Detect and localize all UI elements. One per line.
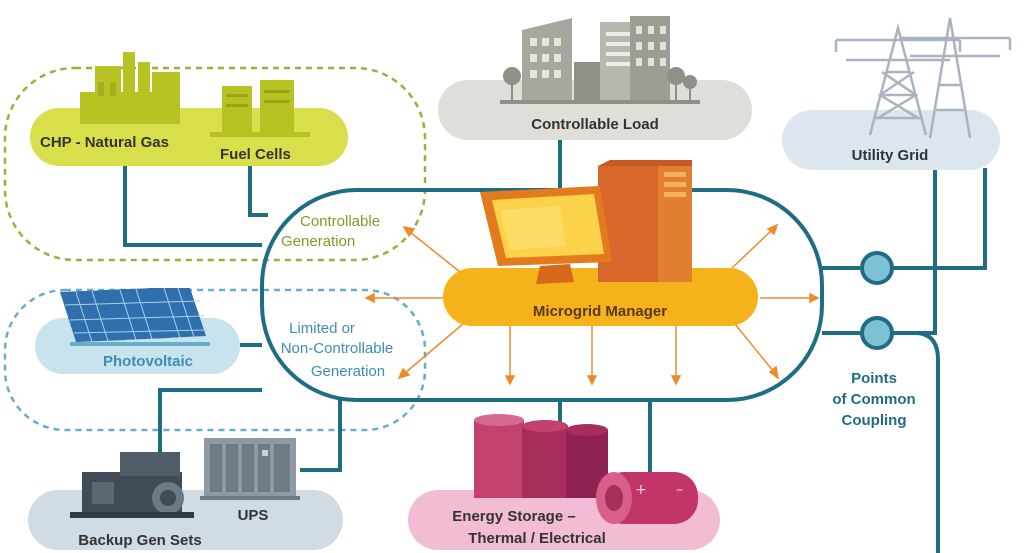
transmission-tower-icon	[834, 17, 1012, 139]
energy-storage-label-1: Energy Storage –	[452, 508, 575, 525]
energy-storage-label-2: Thermal / Electrical	[468, 530, 606, 547]
coupling-point-upper	[860, 251, 894, 285]
pcc-label-2: of Common	[832, 391, 915, 408]
computer-monitor-icon	[480, 186, 612, 284]
pcc-label-3: Coupling	[842, 412, 907, 429]
limited-label-1: Limited or	[289, 320, 355, 337]
svg-text:+: +	[635, 482, 647, 498]
office-buildings-icon	[500, 16, 700, 104]
backup-gen-label: Backup Gen Sets	[78, 532, 201, 549]
svg-text:–: –	[676, 482, 683, 498]
controllable-load-label: Controllable Load	[531, 116, 659, 133]
ups-cabinet-icon	[200, 438, 300, 500]
limited-label-2: Non-Controllable	[281, 340, 394, 357]
coupling-point-lower	[860, 316, 894, 350]
controllable-load-pill	[438, 80, 752, 140]
connection-lines	[123, 140, 987, 553]
solar-panel-icon	[60, 287, 210, 346]
storage-tanks-icon	[474, 414, 608, 498]
ups-label: UPS	[238, 507, 269, 524]
utility-grid-label: Utility Grid	[852, 147, 929, 164]
controllable-generation-label-1: Controllable	[300, 213, 380, 230]
controllable-generation-label-2: Generation	[281, 233, 355, 250]
photovoltaic-label: Photovoltaic	[103, 353, 193, 370]
pcc-label-1: Points	[851, 370, 897, 387]
microgrid-manager-label: Microgrid Manager	[533, 303, 667, 320]
utility-grid-pill	[782, 110, 1000, 170]
chp-label: CHP - Natural Gas	[40, 134, 169, 151]
battery-icon: + –	[596, 472, 698, 524]
limited-label-3: Generation	[311, 363, 385, 380]
microgrid-manager-pill	[443, 268, 758, 326]
server-tower-icon	[598, 160, 692, 282]
fuel-cells-icon	[210, 80, 310, 137]
generator-icon	[70, 452, 194, 518]
chp-plant-icon	[80, 52, 180, 124]
fuel-cells-label: Fuel Cells	[220, 146, 291, 163]
